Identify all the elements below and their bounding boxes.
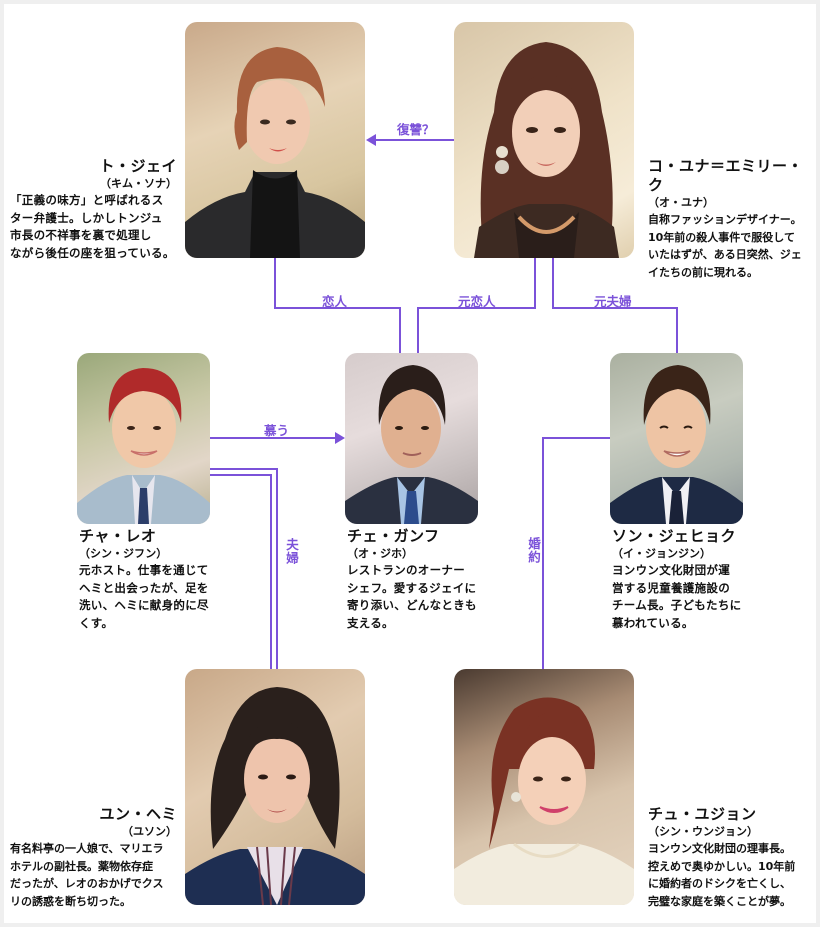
character-card-yun-hemi: ユン・ヘミ （ユソン） 有名料亭の一人娘で、マリエラ ホテルの副社長。薬物依存症… (10, 805, 177, 910)
character-description: ヨンウン文化財団の理事長。 控えめで奥ゆかしい。10年前 に婚約者のドシクを亡く… (648, 842, 796, 908)
relation-label-ex-lovers: 元恋人 (458, 294, 496, 309)
relation-label-admires: 慕う (264, 423, 290, 438)
person-silhouette-icon (454, 697, 634, 905)
relationship-chart: 復讐？ 恋人 元恋人 元夫婦 慕う 夫婦 婚約 (4, 4, 816, 923)
connector-ex-lovers (417, 307, 419, 353)
arrowhead-left-icon (366, 134, 376, 146)
character-card-cha-reo: チャ・レオ （シン・ジフン） 元ホスト。仕事を通じて ヘミと出会ったが、足を 洗… (79, 527, 224, 632)
connector-engaged (542, 437, 544, 670)
connector-ex-spouses (552, 307, 678, 309)
portrait-to-jei (185, 22, 365, 258)
relation-label-lovers: 恋人 (322, 294, 348, 309)
character-description: ヨンウン文化財団が運 営する児童養護施設の チーム長。子どもたちに 慕われている… (612, 563, 742, 630)
actor-name: （シン・ジフン） (79, 547, 168, 560)
character-description: 自称ファッションデザイナー。 10年前の殺人事件で服役して いたはずが、ある日突… (648, 213, 802, 279)
character-card-chu-yujon: チュ・ユジョン （シン・ウンジョン） ヨンウン文化財団の理事長。 控えめで奥ゆか… (648, 805, 818, 910)
connector-lovers (274, 258, 276, 309)
character-card-son-jehyoku: ソン・ジェヒョク （イ・ジョンジン） ヨンウン文化財団が運 営する児童養護施設の… (612, 527, 762, 632)
connector-revenge (372, 139, 454, 141)
connector-ex-spouses (676, 307, 678, 353)
connector-admires (210, 437, 338, 439)
character-card-ko-yuna: コ・ユナ＝エミリー・ク （オ・ユナ） 自称ファッションデザイナー。 10年前の殺… (648, 157, 818, 281)
actor-name: （ユソン） (122, 825, 177, 838)
character-name: コ・ユナ＝エミリー・ク (648, 157, 804, 194)
character-description: 元ホスト。仕事を通じて ヘミと出会ったが、足を 洗い、ヘミに献身的に尽 くす。 (79, 563, 209, 630)
character-description: 有名料亭の一人娘で、マリエラ ホテルの副社長。薬物依存症 だったが、レオのおかげ… (10, 842, 164, 908)
relation-label-revenge: 復讐？ (397, 122, 435, 137)
connector-ex-spouses (552, 258, 554, 309)
actor-name: （オ・ジホ） (347, 547, 413, 560)
portrait-che-ganfu (345, 353, 478, 524)
portrait-ko-yuna (454, 22, 634, 258)
character-name: ユン・ヘミ (99, 805, 177, 823)
character-name: チェ・ガンフ (347, 527, 440, 545)
person-silhouette-icon (77, 368, 210, 524)
person-silhouette-icon (474, 42, 619, 258)
connector-spouses (276, 468, 278, 670)
character-description: レストランのオーナー シェフ。愛するジェイに 寄り添い、どんなときも 支える。 (347, 563, 477, 630)
connector-lovers (274, 307, 401, 309)
connector-spouses (270, 474, 272, 670)
portrait-chu-yujon (454, 669, 634, 905)
connector-spouses (210, 468, 278, 470)
connector-lovers (399, 307, 401, 353)
portrait-cha-reo (77, 353, 210, 524)
character-card-che-ganfu: チェ・ガンフ （オ・ジホ） レストランのオーナー シェフ。愛するジェイに 寄り添… (347, 527, 497, 632)
character-card-to-jei: ト・ジェイ （キム・ソナ） 「正義の味方」と呼ばれるス ター弁護士。しかしトンジ… (10, 157, 177, 262)
actor-name: （オ・ユナ） (648, 196, 714, 209)
person-silhouette-icon (610, 365, 743, 524)
person-silhouette-icon (185, 687, 365, 905)
character-name: ト・ジェイ (99, 157, 177, 175)
relation-label-spouses: 夫婦 (284, 538, 299, 565)
actor-name: （イ・ジョンジン） (612, 547, 711, 560)
person-silhouette-icon (185, 47, 365, 258)
connector-ex-lovers (417, 307, 536, 309)
relation-label-engaged: 婚約 (526, 537, 541, 564)
person-silhouette-icon (345, 365, 478, 524)
character-name: ソン・ジェヒョク (612, 527, 737, 545)
portrait-yun-hemi (185, 669, 365, 905)
portrait-son-jehyoku (610, 353, 743, 524)
character-description: 「正義の味方」と呼ばれるス ター弁護士。しかしトンジュ 市長の不祥事を裏で処理し… (10, 193, 175, 260)
arrowhead-right-icon (335, 432, 345, 444)
actor-name: （シン・ウンジョン） (648, 825, 758, 838)
connector-spouses (210, 474, 272, 476)
actor-name: （キム・ソナ） (100, 177, 177, 190)
character-name: チャ・レオ (79, 527, 157, 545)
connector-ex-lovers (534, 258, 536, 309)
character-name: チュ・ユジョン (648, 805, 757, 823)
relation-label-ex-spouses: 元夫婦 (594, 294, 632, 309)
connector-engaged (542, 437, 612, 439)
